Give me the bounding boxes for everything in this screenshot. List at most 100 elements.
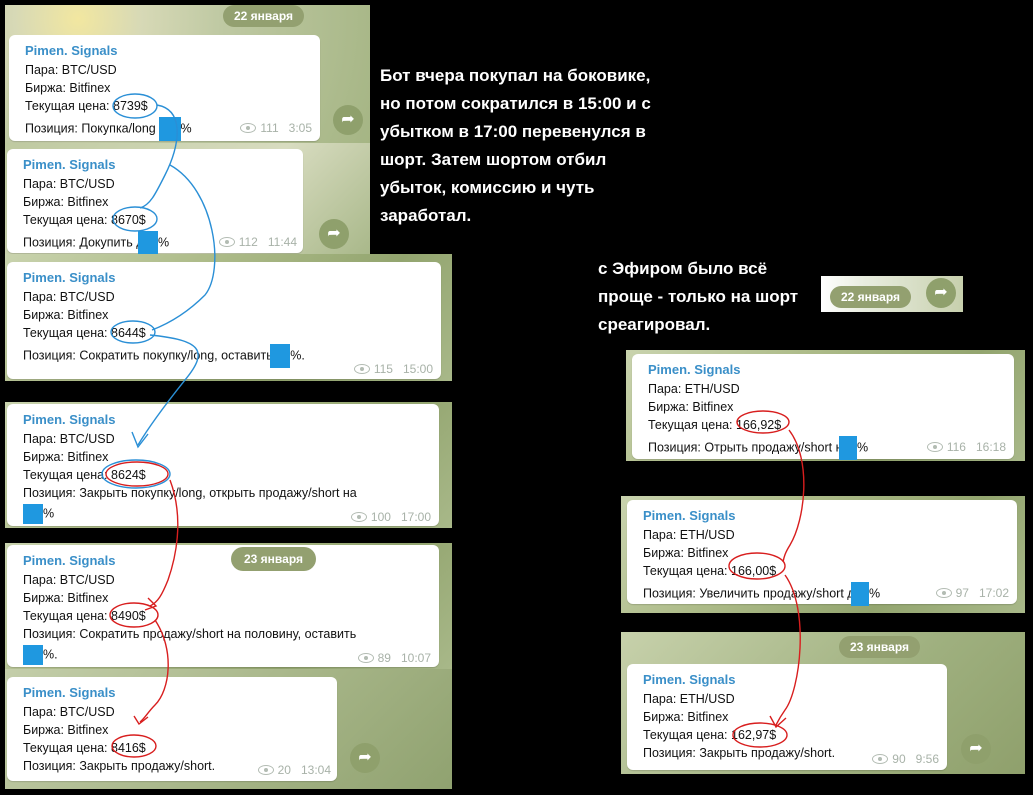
exchange-line: Биржа: Bitfinex xyxy=(648,400,734,414)
sender-name[interactable]: Pimen. Signals xyxy=(23,553,116,568)
exchange-line: Биржа: Bitfinex xyxy=(23,450,109,464)
price-line: Текущая цена: 8416$ xyxy=(23,741,146,755)
pair-line: Пара: BTC/USD xyxy=(23,432,115,446)
share-arrow-icon[interactable]: ➦ xyxy=(926,278,956,308)
date-pill: 22 января xyxy=(830,286,911,308)
share-arrow-icon[interactable]: ➦ xyxy=(350,743,380,773)
date-pill: 23 января xyxy=(231,547,316,571)
sender-name[interactable]: Pimen. Signals xyxy=(23,412,116,427)
redacted-block xyxy=(270,344,291,368)
price-value: 166,00$ xyxy=(731,564,777,578)
position-line: Позиция: Покупка/long на % xyxy=(25,117,192,141)
eye-icon xyxy=(257,764,274,775)
eth-screenshot-1: Pimen. Signals Пара: ETH/USD Биржа: Bitf… xyxy=(626,350,1025,461)
message-meta: 90 9:56 xyxy=(872,752,939,766)
sender-name[interactable]: Pimen. Signals xyxy=(23,685,116,700)
date-pill: 23 января xyxy=(839,636,920,658)
price-value: 8490$ xyxy=(111,609,146,623)
price-line: Текущая цена: 8739$ xyxy=(25,99,148,113)
eye-icon xyxy=(218,236,235,247)
position-line: Позиция: Сократить покупку/long, оставит… xyxy=(23,344,305,368)
eye-icon xyxy=(240,122,257,133)
redacted-block xyxy=(23,645,43,665)
message-btc-1[interactable]: Pimen. Signals Пара: BTC/USD Биржа: Bitf… xyxy=(9,35,320,141)
message-btc-3[interactable]: Pimen. Signals Пара: BTC/USD Биржа: Bitf… xyxy=(7,262,441,379)
position-line: Позиция: Увеличить продажу/short до % xyxy=(643,582,880,606)
pair-line: Пара: BTC/USD xyxy=(23,705,115,719)
price-value: 8624$ xyxy=(111,468,146,482)
sender-name[interactable]: Pimen. Signals xyxy=(643,508,736,523)
pair-line: Пара: ETH/USD xyxy=(648,382,740,396)
price-value: 166,92$ xyxy=(736,418,782,432)
position-line: Позиция: Сократить продажу/short на поло… xyxy=(23,627,357,641)
message-meta: 112 11:44 xyxy=(218,235,297,249)
eth-date-screenshot: 22 января ➦ xyxy=(821,276,963,312)
btc-screenshot-2: Pimen. Signals Пара: BTC/USD Биржа: Bitf… xyxy=(5,143,370,254)
redacted-block xyxy=(158,117,181,141)
price-line: Текущая цена: 166,92$ xyxy=(648,418,782,432)
position-line-2: %. xyxy=(23,645,58,665)
price-line: Текущая цена: 8670$ xyxy=(23,213,146,227)
sender-name[interactable]: Pimen. Signals xyxy=(23,270,116,285)
price-value: 8739$ xyxy=(113,99,148,113)
sender-name[interactable]: Pimen. Signals xyxy=(643,672,736,687)
message-eth-2[interactable]: Pimen. Signals Пара: ETH/USD Биржа: Bitf… xyxy=(627,500,1017,606)
price-value: 8416$ xyxy=(111,741,146,755)
price-line: Текущая цена: 8624$ xyxy=(23,468,146,482)
message-meta: 100 17:00 xyxy=(350,510,431,524)
pair-line: Пара: BTC/USD xyxy=(23,177,115,191)
message-meta: 89 10:07 xyxy=(357,651,431,665)
btc-screenshot-1: 22 января Pimen. Signals Пара: BTC/USD Б… xyxy=(5,5,370,143)
eye-icon xyxy=(353,363,370,374)
eye-icon xyxy=(926,441,943,452)
message-eth-3[interactable]: Pimen. Signals Пара: ETH/USD Биржа: Bitf… xyxy=(627,664,947,770)
pair-line: Пара: BTC/USD xyxy=(25,63,117,77)
pair-line: Пара: BTC/USD xyxy=(23,290,115,304)
price-value: 8644$ xyxy=(111,326,146,340)
exchange-line: Биржа: Bitfinex xyxy=(23,308,109,322)
eye-icon xyxy=(357,652,374,663)
price-line: Текущая цена: 166,00$ xyxy=(643,564,777,578)
price-line: Текущая цена: 162,97$ xyxy=(643,728,777,742)
position-line: Позиция: Закрыть покупку/long, открыть п… xyxy=(23,486,357,500)
share-arrow-icon[interactable]: ➦ xyxy=(961,734,991,764)
exchange-line: Биржа: Bitfinex xyxy=(25,81,111,95)
message-btc-6[interactable]: Pimen. Signals Пара: BTC/USD Биржа: Bitf… xyxy=(7,677,337,781)
position-line: Позиция: Закрыть продажу/short. xyxy=(23,759,216,773)
message-meta: 97 17:02 xyxy=(935,586,1009,600)
pair-line: Пара: BTC/USD xyxy=(23,573,115,587)
eye-icon xyxy=(872,753,889,764)
redacted-block xyxy=(850,582,869,606)
redacted-block xyxy=(137,231,158,254)
exchange-line: Биржа: Bitfinex xyxy=(23,195,109,209)
sender-name[interactable]: Pimen. Signals xyxy=(648,362,741,377)
sender-name[interactable]: Pimen. Signals xyxy=(25,43,118,58)
exchange-line: Биржа: Bitfinex xyxy=(23,723,109,737)
redacted-block xyxy=(838,436,857,460)
message-meta: 20 13:04 xyxy=(257,763,331,777)
message-btc-2[interactable]: Pimen. Signals Пара: BTC/USD Биржа: Bitf… xyxy=(7,149,303,254)
exchange-line: Биржа: Bitfinex xyxy=(643,710,729,724)
position-line: Позиция: Отрыть продажу/short на % xyxy=(648,436,868,460)
eye-icon xyxy=(935,587,952,598)
btc-screenshot-4: Pimen. Signals Пара: BTC/USD Биржа: Bitf… xyxy=(5,402,452,528)
btc-screenshot-6: Pimen. Signals Пара: BTC/USD Биржа: Bitf… xyxy=(5,669,452,789)
position-line: Позиция: Докупить до % xyxy=(23,231,169,254)
message-meta: 111 3:05 xyxy=(240,121,312,135)
message-eth-1[interactable]: Pimen. Signals Пара: ETH/USD Биржа: Bitf… xyxy=(632,354,1014,460)
exchange-line: Биржа: Bitfinex xyxy=(643,546,729,560)
price-line: Текущая цена: 8490$ xyxy=(23,609,146,623)
price-value: 8670$ xyxy=(111,213,146,227)
message-btc-5[interactable]: Pimen. Signals Пара: BTC/USD Биржа: Bitf… xyxy=(7,545,439,667)
message-meta: 115 15:00 xyxy=(353,362,433,376)
eye-icon xyxy=(350,511,367,522)
position-line: Позиция: Закрыть продажу/short. xyxy=(643,746,836,760)
message-meta: 116 16:18 xyxy=(926,440,1006,454)
share-arrow-icon[interactable]: ➦ xyxy=(333,105,363,135)
pair-line: Пара: ETH/USD xyxy=(643,692,735,706)
share-arrow-icon[interactable]: ➦ xyxy=(319,219,349,249)
sender-name[interactable]: Pimen. Signals xyxy=(23,157,116,172)
message-btc-4[interactable]: Pimen. Signals Пара: BTC/USD Биржа: Bitf… xyxy=(7,404,439,526)
btc-screenshot-5: Pimen. Signals Пара: BTC/USD Биржа: Bitf… xyxy=(5,543,452,669)
